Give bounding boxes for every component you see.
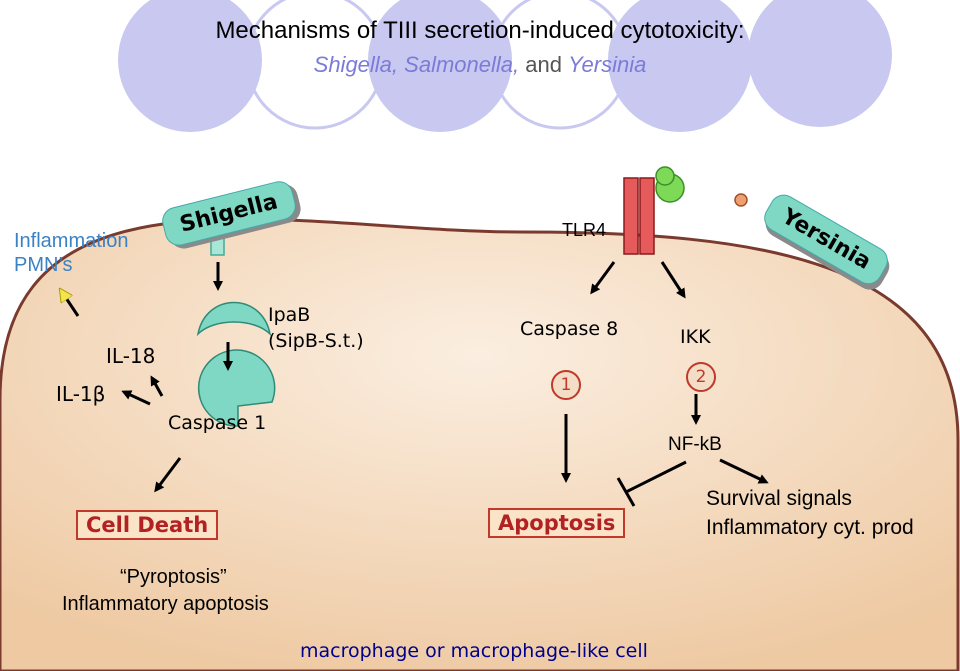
inflammatory-apoptosis-label: Inflammatory apoptosis <box>62 593 269 615</box>
inflammation-label: Inflammation <box>14 230 129 252</box>
survival-signals-label: Survival signals <box>706 487 852 510</box>
title-yersinia: Yersinia <box>568 52 647 77</box>
shigella-needle <box>210 236 225 256</box>
arrow-nfkb-survival <box>719 458 769 484</box>
inflammatory-cyt-label: Inflammatory cyt. prod <box>706 516 914 539</box>
bubble <box>118 0 262 132</box>
ipab-protein <box>196 301 272 337</box>
nfkb-label: NF-kB <box>668 434 722 455</box>
arrow-caspase1-celldeath <box>154 457 182 493</box>
caspase8-label: Caspase 8 <box>520 318 619 340</box>
bubble <box>368 0 512 132</box>
arrow-tlr4-ikk <box>660 261 686 299</box>
step-1-badge: 1 <box>551 370 581 400</box>
title-and: and <box>525 52 562 77</box>
caspase1-label: Caspase 1 <box>168 412 267 434</box>
pmns-label: PMN’s <box>14 254 73 276</box>
apoptosis-box: Apoptosis <box>488 508 626 538</box>
title-salmonella: Salmonella, <box>404 52 520 77</box>
caspase1-protein <box>197 349 276 427</box>
arrow-caspase1-il1b <box>121 390 151 406</box>
step-2-badge: 2 <box>686 362 716 392</box>
cell-death-box: Cell Death <box>76 510 219 540</box>
sipb-label: (SipB-S.t.) <box>268 330 364 352</box>
bubble <box>748 0 892 127</box>
ipab-label: IpaB <box>268 304 311 326</box>
diagram-subtitle: Shigella, Salmonella, and Yersinia <box>0 52 960 78</box>
pyroptosis-label: “Pyroptosis” <box>120 566 227 588</box>
pathway-arrows <box>121 261 769 507</box>
arrow-tlr4-caspase8 <box>590 261 616 295</box>
background-bubbles <box>118 0 892 132</box>
inhibit-bar <box>616 477 636 507</box>
diagram-title: Mechanisms of TIII secretion-induced cyt… <box>215 17 745 44</box>
tlr4-receptor <box>623 166 685 255</box>
il1b-label: IL-1β <box>56 382 106 406</box>
tlr4-label: TLR4 <box>562 220 607 240</box>
ikk-label: IKK <box>680 326 711 348</box>
inhibit-nfkb-apoptosis <box>625 460 687 494</box>
il18-label: IL-18 <box>106 344 156 368</box>
bubble <box>608 0 752 132</box>
cell-caption: macrophage or macrophage-like cell <box>300 640 648 662</box>
arrow-il18-inflammation <box>62 292 80 317</box>
arrow-caspase1-il18 <box>150 375 164 397</box>
title-shigella: Shigella, <box>313 52 399 77</box>
yersinia-ligand <box>734 193 748 207</box>
macrophage-cell <box>0 217 960 671</box>
